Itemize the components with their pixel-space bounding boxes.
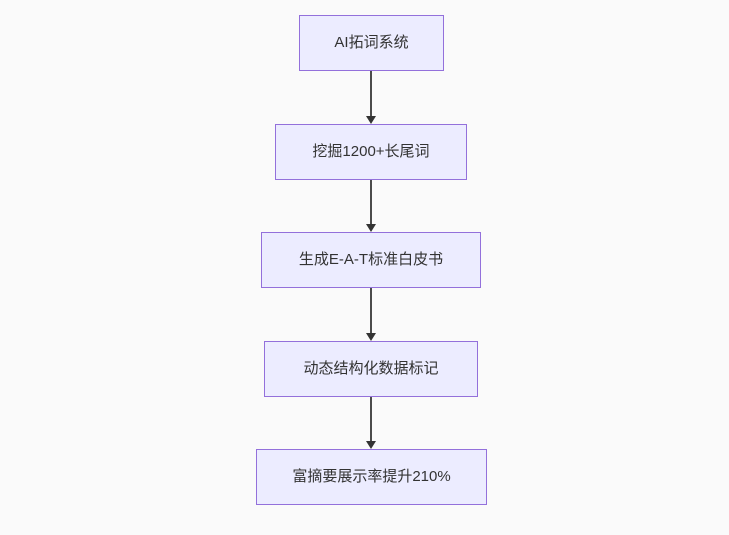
flow-node-label: AI拓词系统 — [334, 34, 409, 51]
arrow-head-icon — [366, 441, 376, 449]
flow-node-label: 富摘要展示率提升210% — [292, 468, 451, 485]
flow-arrow-3 — [366, 288, 376, 341]
flow-arrow-1 — [366, 71, 376, 124]
arrow-head-icon — [366, 116, 376, 124]
flow-node-label: 生成E-A-T标准白皮书 — [298, 251, 444, 268]
flow-node-ai-keyword-system: AI拓词系统 — [299, 15, 444, 71]
arrow-line — [370, 397, 372, 441]
arrow-head-icon — [366, 333, 376, 341]
flow-node-eat-whitepaper: 生成E-A-T标准白皮书 — [261, 232, 481, 288]
flow-node-structured-data-markup: 动态结构化数据标记 — [264, 341, 478, 397]
flow-node-rich-snippet-result: 富摘要展示率提升210% — [256, 449, 487, 505]
flow-node-label: 动态结构化数据标记 — [303, 360, 439, 377]
flow-node-label: 挖掘1200+长尾词 — [312, 143, 430, 160]
flow-arrow-4 — [366, 397, 376, 449]
arrow-line — [370, 288, 372, 333]
arrow-line — [370, 71, 372, 116]
flow-node-longtail-mining: 挖掘1200+长尾词 — [275, 124, 467, 180]
arrow-line — [370, 180, 372, 224]
flow-arrow-2 — [366, 180, 376, 232]
arrow-head-icon — [366, 224, 376, 232]
